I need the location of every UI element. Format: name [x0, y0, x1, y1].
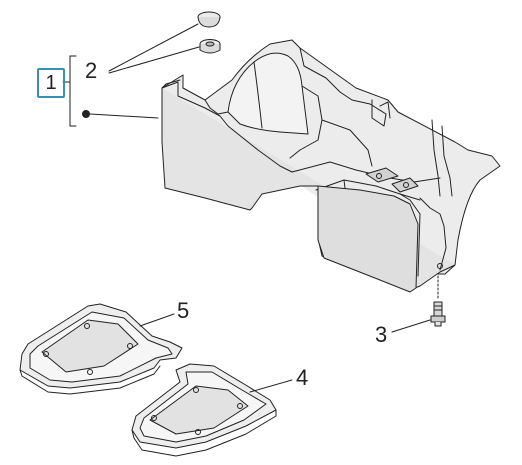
- leader-line-3: [391, 319, 431, 333]
- leader-line-4: [249, 379, 293, 393]
- callout-label-2: 2: [85, 58, 98, 83]
- callout-label-5: 5: [177, 298, 190, 323]
- callout-label-4: 4: [296, 365, 309, 390]
- floor-mat-rear: [131, 363, 277, 457]
- leader-line-2b: [108, 46, 200, 74]
- callout-dot: [82, 110, 90, 118]
- floor-mat-front: [19, 303, 183, 395]
- leader-line-1: [89, 113, 159, 119]
- storage-compartment-tray: [161, 39, 501, 293]
- callout-label-1: 1: [37, 68, 65, 98]
- rubber-cap-bottom: [199, 39, 221, 54]
- leader-line-5: [139, 313, 175, 327]
- callout-label-3: 3: [375, 322, 388, 347]
- leader-line-2a: [108, 23, 199, 72]
- fastener-screw: [430, 275, 446, 327]
- rubber-cap-top: [197, 11, 221, 28]
